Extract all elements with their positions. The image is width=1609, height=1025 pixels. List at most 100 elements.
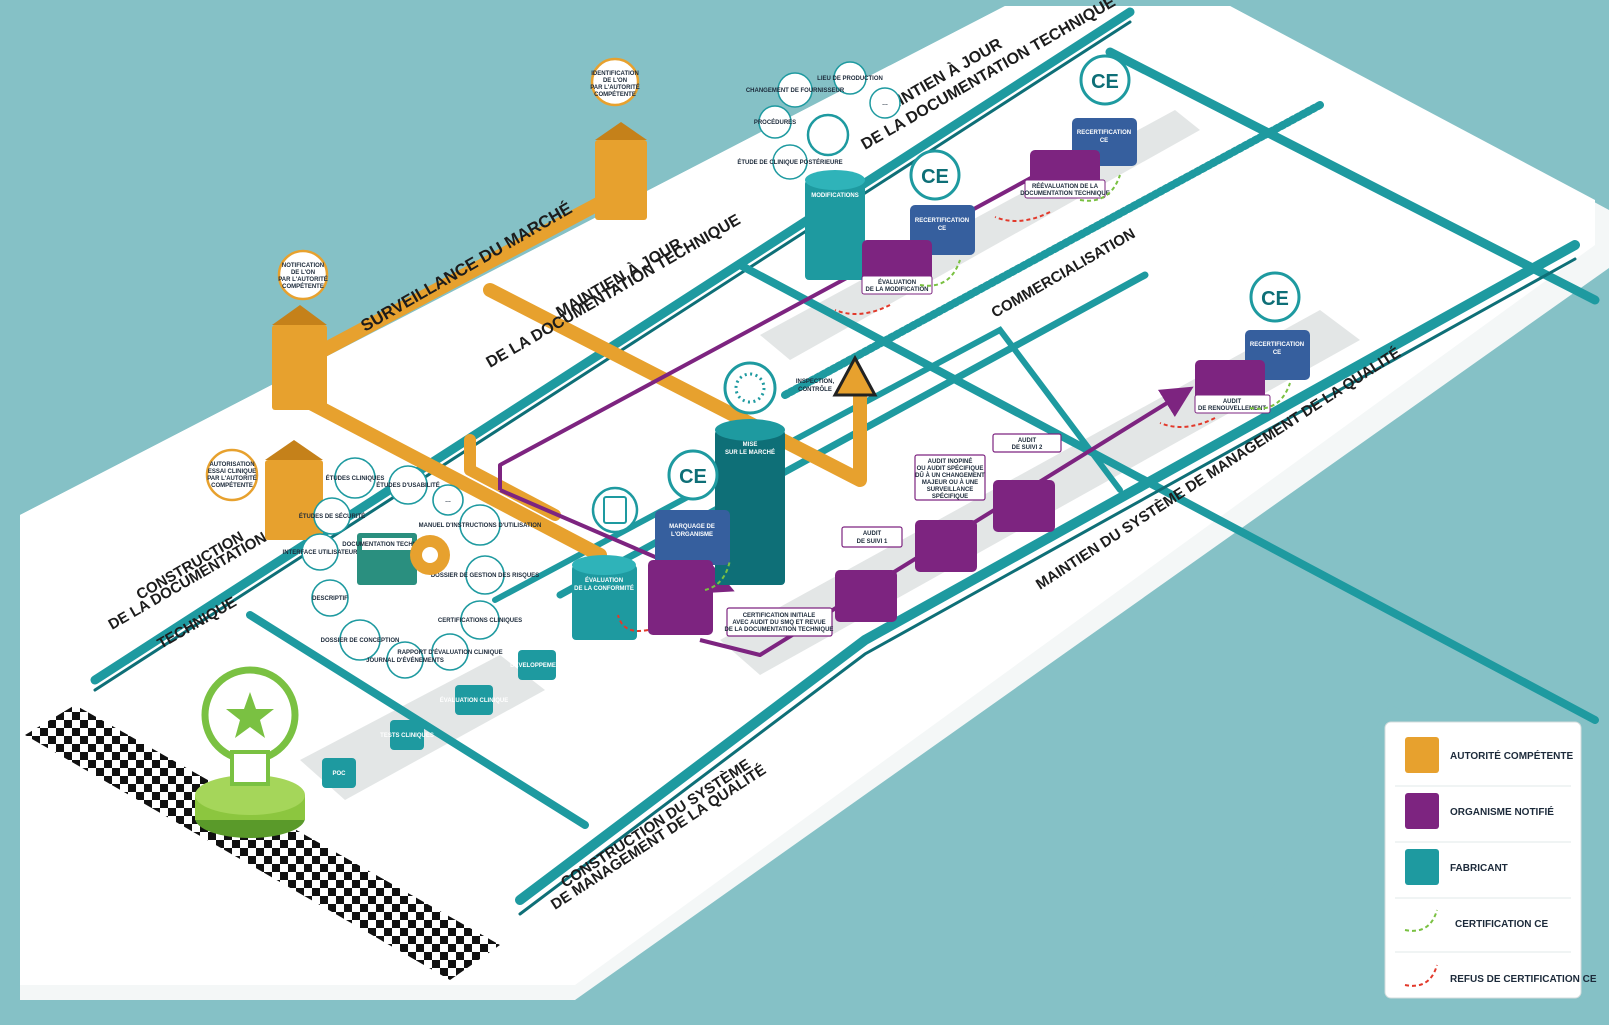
- legend-item-manufacturer: FABRICANT: [1405, 849, 1508, 885]
- svg-text:SURVEILLANCE: SURVEILLANCE: [927, 487, 974, 493]
- svg-text:CERTIFICATION CE: CERTIFICATION CE: [1455, 919, 1548, 930]
- svg-text:LIEU DE PRODUCTION: LIEU DE PRODUCTION: [817, 76, 883, 82]
- authority-identification: IDENTIFICATION DE L'ON PAR L'AUTORITÉ CO…: [590, 57, 647, 220]
- svg-text:DE LA MODIFICATION: DE LA MODIFICATION: [866, 287, 929, 293]
- road-commercialisation: [781, 101, 1324, 399]
- svg-text:SUR LE MARCHÉ: SUR LE MARCHÉ: [725, 448, 775, 456]
- svg-text:RECERTIFICATION: RECERTIFICATION: [1250, 342, 1304, 348]
- bubble-9: [311, 579, 349, 617]
- callout-audit-inopine: AUDIT INOPINÉ OU AUDIT SPÉCIFIQUE DÛ À U…: [914, 454, 986, 501]
- svg-text:MANUEL D'INSTRUCTIONS D'UTILIS: MANUEL D'INSTRUCTIONS D'UTILISATION: [419, 523, 542, 529]
- ce-mark-2: CE: [909, 149, 961, 201]
- svg-text:ÉVALUATION CLINIQUE: ÉVALUATION CLINIQUE: [440, 696, 508, 704]
- bubble-3: [459, 504, 501, 546]
- gear-audit-suivi-2: [993, 480, 1055, 532]
- svg-text:CHANGEMENT DE FOURNISSEUR: CHANGEMENT DE FOURNISSEUR: [746, 88, 845, 94]
- svg-text:RECERTIFICATION: RECERTIFICATION: [1077, 130, 1131, 136]
- star-icon: [226, 692, 274, 738]
- refus-arrow-icon: [1404, 964, 1438, 987]
- svg-text:DE LA DOCUMENTATION TECHNIQUE: DE LA DOCUMENTATION TECHNIQUE: [725, 627, 834, 633]
- svg-text:ÉVALUATION: ÉVALUATION: [585, 576, 623, 584]
- notified-body-icon: [1405, 793, 1439, 829]
- svg-text:CE: CE: [1273, 350, 1281, 356]
- svg-text:COMPÉTENTE: COMPÉTENTE: [282, 282, 324, 290]
- svg-text:NOTIFICATION: NOTIFICATION: [282, 263, 324, 269]
- authority-autorisation: AUTORISATION ESSAI CLINIQUE PAR L'AUTORI…: [205, 440, 323, 540]
- svg-text:CERTIFICATIONS CLINIQUES: CERTIFICATIONS CLINIQUES: [438, 618, 522, 624]
- svg-text:OU AUDIT SPÉCIFIQUE: OU AUDIT SPÉCIFIQUE: [917, 464, 984, 472]
- svg-text:RECERTIFICATION: RECERTIFICATION: [915, 218, 969, 224]
- svg-text:JOURNAL D'ÉVÉNEMENTS: JOURNAL D'ÉVÉNEMENTS: [366, 656, 444, 664]
- gear-audit-inopine: [915, 520, 977, 572]
- gear-renouvellement: RECERTIFICATION CE AUDIT DE RENOUVELLEME…: [1194, 330, 1310, 414]
- svg-text:MODIFICATIONS: MODIFICATIONS: [811, 193, 859, 199]
- svg-text:MAJEUR OU À UNE: MAJEUR OU À UNE: [922, 479, 978, 486]
- ce-mark-3: CE: [1079, 54, 1131, 106]
- svg-text:AUTORITÉ COMPÉTENTE: AUTORITÉ COMPÉTENTE: [1450, 749, 1573, 762]
- svg-text:DE SUIVI 2: DE SUIVI 2: [1012, 445, 1043, 451]
- bubble-0: [334, 457, 376, 499]
- svg-text:DE SUIVI 1: DE SUIVI 1: [857, 539, 888, 545]
- lightbulb-icon: [195, 666, 305, 838]
- svg-text:L'ORGANISME: L'ORGANISME: [671, 532, 713, 538]
- svg-text:DÉVELOPPEMENT: DÉVELOPPEMENT: [510, 661, 564, 669]
- svg-text:PAR L'AUTORITÉ: PAR L'AUTORITÉ: [278, 275, 328, 283]
- svg-text:TESTS CLINIQUES: TESTS CLINIQUES: [380, 733, 434, 739]
- documentation-book: DOCUMENTATION TECHNIQUE: [342, 533, 450, 585]
- bubble-2: [432, 484, 464, 516]
- svg-text:CE: CE: [921, 166, 949, 188]
- svg-text:ORGANISME NOTIFIÉ: ORGANISME NOTIFIÉ: [1450, 805, 1554, 818]
- bubble-11: [313, 497, 351, 535]
- inspection-warning: INSPECTION, CONTRÔLE: [796, 354, 878, 397]
- svg-text:INSPECTION,: INSPECTION,: [796, 379, 835, 385]
- bubble-5: [460, 600, 500, 640]
- gear-evaluation-modif: RECERTIFICATION CE ÉVALUATION DE LA MODI…: [861, 205, 975, 295]
- svg-text:REFUS DE CERTIFICATION CE: REFUS DE CERTIFICATION CE: [1450, 974, 1597, 985]
- svg-text:…: …: [882, 101, 888, 107]
- ce-mark-4: CE: [1249, 271, 1301, 323]
- bubble-6: [431, 633, 469, 671]
- checklist-icon: [591, 486, 639, 534]
- callout-audit-suivi-2: AUDIT DE SUIVI 2: [992, 433, 1062, 453]
- svg-text:CE: CE: [1100, 138, 1108, 144]
- eu-emblem-icon: [723, 361, 777, 415]
- doc-bubble-texts: ÉTUDES CLINIQUES ÉTUDES D'USABILITÉ … MA…: [283, 474, 542, 664]
- authority-notification: NOTIFICATION DE L'ON PAR L'AUTORITÉ COMP…: [272, 249, 329, 410]
- checkered-zone: [25, 705, 500, 980]
- ce-marks: CE CE CE CE: [667, 54, 1301, 501]
- legend: AUTORITÉ COMPÉTENTE ORGANISME NOTIFIÉ FA…: [1384, 721, 1597, 999]
- callout-audit-suivi-1: AUDIT DE SUIVI 1: [841, 526, 903, 548]
- tower-modifications: MODIFICATIONS: [805, 170, 865, 280]
- svg-text:AUDIT: AUDIT: [1018, 438, 1037, 444]
- svg-text:PAR L'AUTORITÉ: PAR L'AUTORITÉ: [590, 83, 640, 91]
- svg-text:CE: CE: [679, 466, 707, 488]
- authority-icon: [1405, 737, 1439, 773]
- svg-text:DOCUMENTATION TECHNIQUE: DOCUMENTATION TECHNIQUE: [1020, 191, 1109, 197]
- svg-text:POC: POC: [332, 771, 346, 777]
- svg-text:CONTRÔLE: CONTRÔLE: [798, 385, 832, 393]
- svg-text:PAR L'AUTORITÉ: PAR L'AUTORITÉ: [207, 474, 257, 482]
- modif-bubbles: [758, 61, 901, 180]
- legend-item-refus: REFUS DE CERTIFICATION CE: [1404, 964, 1597, 987]
- svg-text:ÉTUDE DE CLINIQUE POSTÉRIEURE: ÉTUDE DE CLINIQUE POSTÉRIEURE: [737, 158, 842, 166]
- svg-text:MARQUAGE DE: MARQUAGE DE: [669, 524, 715, 530]
- svg-text:RÉÉVALUATION DE LA: RÉÉVALUATION DE LA: [1032, 182, 1099, 190]
- svg-text:DÛ À UN CHANGEMENT: DÛ À UN CHANGEMENT: [915, 472, 985, 479]
- svg-text:MISE: MISE: [743, 442, 758, 448]
- svg-text:AUDIT: AUDIT: [1223, 399, 1242, 405]
- warning-icon: [832, 354, 878, 397]
- svg-text:ÉTUDES DE SÉCURITÉ: ÉTUDES DE SÉCURITÉ: [299, 512, 365, 520]
- bubble-8: [339, 619, 381, 661]
- svg-text:IDENTIFICATION: IDENTIFICATION: [591, 71, 639, 77]
- svg-text:DE L'ON: DE L'ON: [603, 78, 627, 84]
- manufacturer-icon: [1405, 849, 1439, 885]
- svg-text:CE: CE: [1091, 71, 1119, 93]
- cert-refus-arrows: [617, 174, 1291, 632]
- svg-text:DOSSIER DE GESTION DES RISQUES: DOSSIER DE GESTION DES RISQUES: [431, 573, 539, 579]
- svg-text:AUTORISATION: AUTORISATION: [209, 462, 254, 468]
- svg-text:AVEC AUDIT DU SMQ ET REVUE: AVEC AUDIT DU SMQ ET REVUE: [732, 620, 825, 626]
- svg-text:CE: CE: [938, 226, 946, 232]
- svg-text:ÉTUDES D'USABILITÉ: ÉTUDES D'USABILITÉ: [376, 481, 439, 489]
- doc-bubbles: [301, 457, 505, 679]
